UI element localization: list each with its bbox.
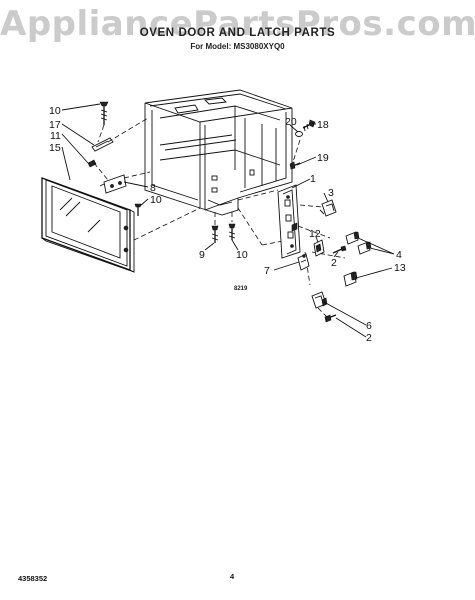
callout-7: 7 <box>264 265 270 277</box>
callout-10-lower: 10 <box>236 249 248 261</box>
hinge-lower <box>99 174 127 194</box>
callout-20: 20 <box>285 116 297 128</box>
oven-door <box>41 177 135 273</box>
callout-19: 19 <box>317 152 329 164</box>
washer-20 <box>295 131 303 137</box>
lever-7 <box>297 253 310 271</box>
switch-13 <box>343 271 358 287</box>
alignment-line-lower <box>317 307 329 319</box>
pin-2a <box>332 245 347 254</box>
switch-4a <box>345 231 360 245</box>
callout-8: 8 <box>150 182 156 194</box>
actuator-12 <box>313 239 325 257</box>
leader-lines <box>61 103 395 338</box>
callout-labels: 10 17 11 15 20 18 19 1 3 8 10 9 10 12 2 … <box>49 105 406 344</box>
callout-3: 3 <box>328 187 334 199</box>
callout-10-hinge: 10 <box>150 194 162 206</box>
callout-9: 9 <box>199 249 205 261</box>
screw-top <box>99 101 109 125</box>
callout-4: 4 <box>396 249 402 261</box>
screw-10b <box>134 203 142 216</box>
alignment-lines <box>93 117 346 286</box>
screw-10c <box>228 223 236 240</box>
model-subtitle: For Model: MS3080XYQ0 <box>190 42 285 51</box>
footer-page-number: 4 <box>230 572 235 581</box>
callout-12: 12 <box>309 228 321 240</box>
callout-6: 6 <box>366 320 372 332</box>
screw-18 <box>302 119 316 132</box>
callout-13: 13 <box>394 262 406 274</box>
page-title: OVEN DOOR AND LATCH PARTS <box>139 27 336 39</box>
callout-2-lower: 2 <box>366 332 372 344</box>
switch-6 <box>311 291 328 309</box>
callout-17: 17 <box>49 119 61 131</box>
switch-4b <box>357 241 372 255</box>
oven-cavity <box>144 89 293 216</box>
latch-bracket <box>277 184 301 259</box>
figure-reference: 8219 <box>234 286 248 292</box>
bumper-11 <box>87 159 97 168</box>
screw-19 <box>289 161 301 170</box>
callout-1: 1 <box>310 173 316 185</box>
pin-2b <box>324 314 337 323</box>
footer-part-number: 4358352 <box>18 574 48 583</box>
callout-18: 18 <box>317 119 329 131</box>
hinge-upper <box>91 137 114 152</box>
callout-15: 15 <box>49 142 61 154</box>
callout-11: 11 <box>50 130 61 142</box>
switch-3 <box>319 199 337 217</box>
screw-9 <box>211 225 219 243</box>
watermark: AppliancePartsPros.com <box>0 4 475 44</box>
callout-2-upper: 2 <box>331 257 337 269</box>
callout-10: 10 <box>49 105 61 117</box>
